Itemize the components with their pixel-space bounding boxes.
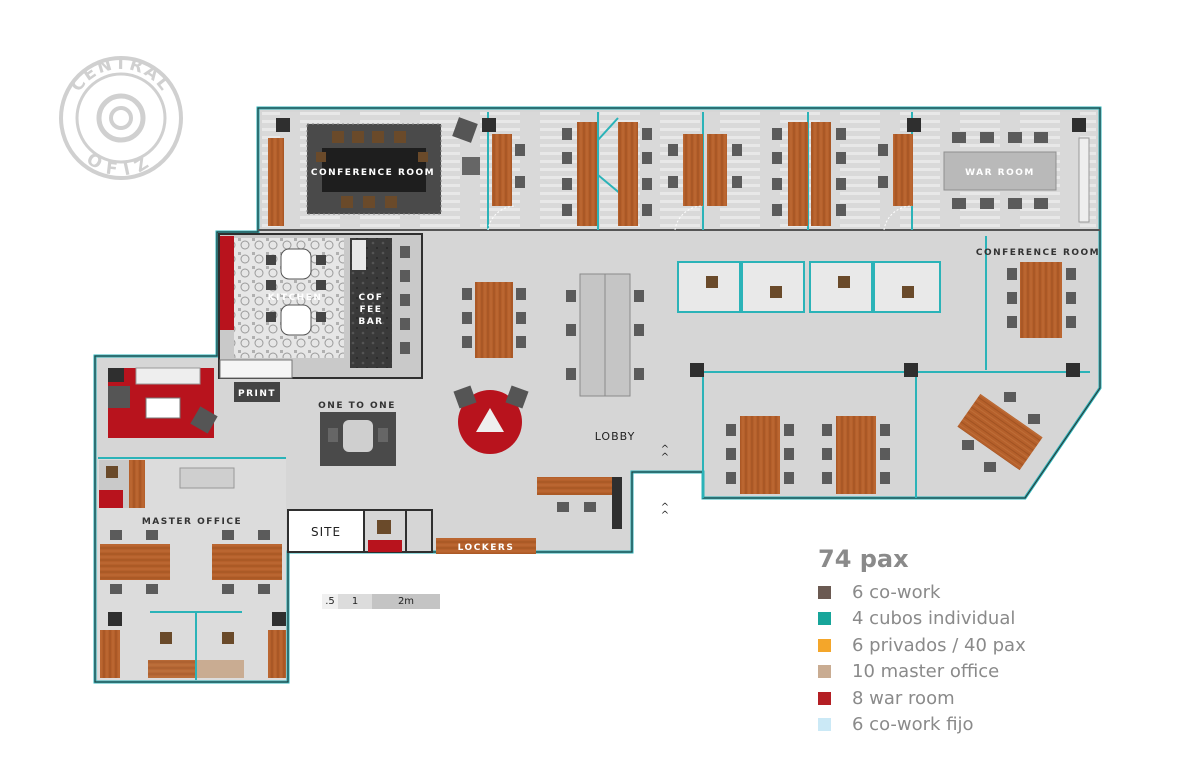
legend-swatch: [818, 718, 831, 732]
coffee-bar-label-2: FEE: [360, 305, 383, 315]
reception-desk: [537, 477, 622, 529]
svg-text:OFIZ: OFIZ: [83, 149, 159, 180]
war-room-label: WAR ROOM: [965, 168, 1035, 178]
north-chairs: [515, 128, 888, 216]
cubicles[interactable]: [677, 261, 941, 313]
site-label: SITE: [311, 525, 341, 539]
svg-text:^: ^: [661, 510, 669, 521]
print-station[interactable]: PRINT: [234, 382, 280, 402]
lounge[interactable]: [108, 367, 218, 438]
legend-label: 8 war room: [852, 687, 955, 709]
legend-label: 6 privados / 40 pax: [852, 634, 1026, 656]
scale-label: 2m: [372, 594, 440, 609]
lockers-label: LOCKERS: [458, 543, 515, 553]
legend-swatch: [818, 612, 831, 626]
legend-item: 6 co-work fijo: [818, 712, 1178, 739]
legend-swatch: [818, 638, 831, 652]
legend-label: 6 co-work: [852, 581, 941, 603]
lobby-desk-cluster: [462, 273, 644, 397]
conference-room-2-label: CONFERENCE ROOM: [976, 248, 1100, 258]
legend-swatch: [818, 665, 831, 679]
master-office-label: MASTER OFFICE: [142, 517, 242, 527]
kitchen-label: KITCHEN: [268, 293, 323, 303]
storage-room: [363, 509, 433, 553]
lobby-lounge[interactable]: [453, 385, 529, 454]
conference-room-1-label: CONFERENCE ROOM: [311, 168, 435, 178]
site-room[interactable]: SITE: [287, 509, 365, 553]
cabinet: [268, 138, 284, 226]
coffee-bar-label-1: COF: [359, 293, 384, 303]
legend-item: 6 co-work: [818, 579, 1178, 606]
north-desks: [492, 122, 913, 226]
legend-item: 10 master office: [818, 659, 1178, 686]
legend-item: 8 war room: [818, 685, 1178, 712]
svg-text:^: ^: [661, 444, 669, 455]
lounge-chair: [452, 117, 478, 143]
scale-label: .5: [322, 594, 338, 609]
print-label: PRINT: [238, 389, 276, 399]
svg-text:^: ^: [661, 502, 669, 513]
southeast-offices[interactable]: [690, 363, 1090, 498]
coffee-bar-label-3: BAR: [358, 317, 383, 327]
conference-room-2[interactable]: CONFERENCE ROOM: [976, 236, 1100, 370]
legend-label: 4 cubos individual: [852, 608, 1016, 630]
legend-item: 6 privados / 40 pax: [818, 632, 1178, 659]
legend-item: 4 cubos individual: [818, 606, 1178, 633]
war-room[interactable]: WAR ROOM: [943, 132, 1090, 223]
lockers[interactable]: LOCKERS: [436, 538, 536, 554]
legend-label: 6 co-work fijo: [852, 714, 974, 736]
scale-bar: .5 1 2m: [322, 594, 440, 609]
logo-text-bottom: OFIZ: [83, 149, 151, 180]
one-to-one-room[interactable]: ONE TO ONE: [318, 401, 396, 466]
legend-swatch: [818, 691, 831, 705]
legend-label: 10 master office: [852, 661, 1000, 683]
kitchen[interactable]: KITCHEN COF FEE BAR: [218, 233, 423, 379]
conference-room-1[interactable]: CONFERENCE ROOM: [306, 123, 442, 215]
scale-label: 1: [338, 594, 372, 609]
svg-text:^: ^: [661, 452, 669, 463]
legend-swatch: [818, 585, 831, 599]
legend-title: 74 pax: [818, 545, 909, 573]
master-office[interactable]: MASTER OFFICE: [98, 457, 286, 680]
logo: CENTRAL OFIZ: [59, 54, 183, 181]
legend: 74 pax 6 co-work 4 cubos individual 6 pr…: [818, 545, 1178, 738]
one-to-one-label: ONE TO ONE: [318, 401, 396, 411]
lobby-label: LOBBY: [595, 430, 636, 443]
lounge-chair: [462, 157, 480, 175]
